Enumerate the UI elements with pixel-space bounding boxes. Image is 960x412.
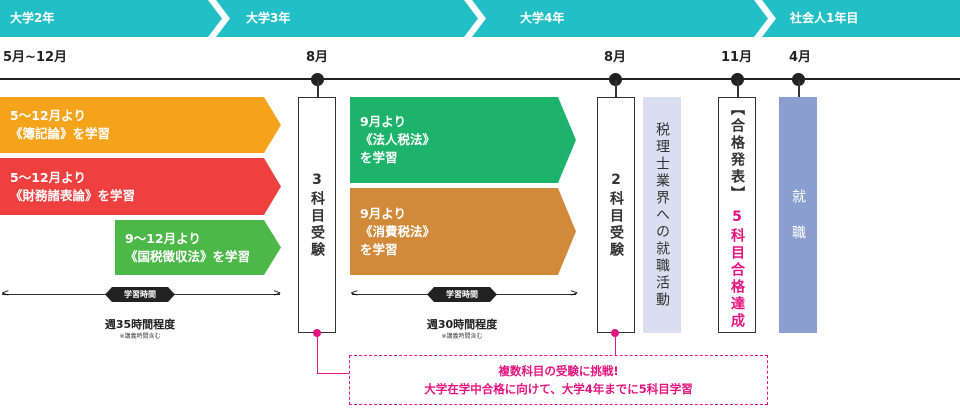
stage-label: 大学4年 (520, 11, 565, 25)
hours-note: ※講義時間含む (119, 333, 161, 340)
timeline (0, 78, 960, 80)
month-label: 8月 (306, 50, 329, 65)
hours-note: ※講義時間含む (441, 333, 483, 340)
stage-label: 社会人1年目 (790, 11, 859, 25)
subject-kokuzei: 9～12月より《国税徴収法》を学習 (115, 220, 281, 275)
subject-boki: 5～12月より《簿記論》を学習 (0, 97, 281, 153)
subject-hojin: 9月より《法人税法》を学習 (350, 97, 576, 183)
exam3-box: 3科目受験 (298, 97, 336, 333)
month-label: 5月~12月 (3, 50, 68, 65)
stage-worker: 社会人1年目 (762, 0, 960, 37)
timeline-dot (311, 73, 324, 86)
employment-box: 就 職 (779, 97, 817, 333)
stage-label: 大学3年 (246, 11, 291, 25)
timeline-dot (792, 73, 805, 86)
callout-line: 複数科目の受験に挑戦! (498, 364, 619, 378)
hours-text: 週35時間程度 (104, 318, 176, 331)
study-badge: 学習時間 (105, 287, 175, 302)
connector-dot (611, 329, 619, 337)
stage-year4: 大学4年 (472, 0, 768, 37)
job-hunting-box: 税理士業界への就職活動 (643, 97, 681, 333)
hours-text: 週30時間程度 (426, 318, 498, 331)
subject-zaimu: 5～12月より《財務諸表論》を学習 (0, 158, 281, 215)
month-label: 4月 (789, 50, 812, 65)
result-box: 【合格発表】5科目合格達成 (718, 97, 756, 333)
month-label: 11月 (721, 50, 753, 65)
stage-label: 大学2年 (10, 11, 55, 25)
callout-line: 大学在学中合格に向けて、大学4年までに5科目学習 (424, 382, 693, 396)
callout-box: 複数科目の受験に挑戦! 大学在学中合格に向けて、大学4年までに5科目学習 (349, 355, 768, 405)
subject-shohi: 9月より《消費税法》を学習 (350, 188, 576, 275)
stage-year3: 大学3年 (216, 0, 478, 37)
study-badge: 学習時間 (427, 287, 497, 302)
month-label: 8月 (604, 50, 627, 65)
exam2-box: 2科目受験 (597, 97, 635, 333)
connector-dot (313, 329, 321, 337)
timeline-dot (731, 73, 744, 86)
stage-year2: 大学2年 (0, 0, 222, 37)
timeline-dot (609, 73, 622, 86)
